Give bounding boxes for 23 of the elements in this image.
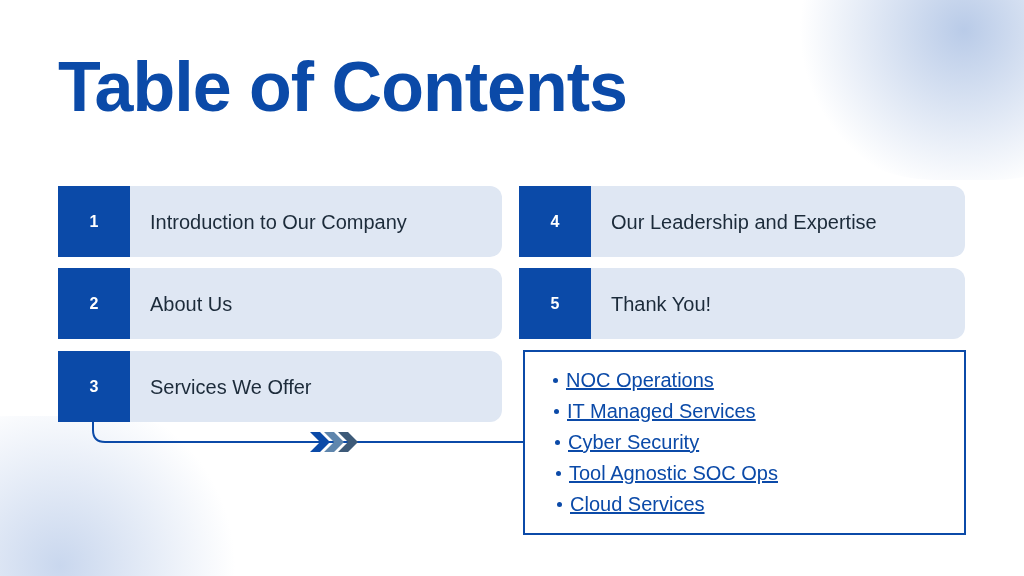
section-title: Thank You!	[611, 291, 712, 317]
services-list-box	[523, 350, 966, 535]
page-title: Table of Contents	[58, 52, 627, 122]
service-link: Cloud Services	[570, 492, 705, 517]
section-title: About Us	[150, 291, 233, 317]
section-number: 5	[519, 268, 591, 339]
section-card	[58, 268, 502, 339]
section-card	[519, 268, 965, 339]
service-link: Tool Agnostic SOC Ops	[569, 461, 778, 486]
section-card	[58, 351, 502, 422]
section-title: Our Leadership and Expertise	[611, 209, 877, 235]
section-number: 3	[58, 351, 130, 422]
chevron-arrow	[92, 421, 524, 452]
section-title: Services We Offer	[150, 374, 312, 400]
section-number: 2	[58, 268, 130, 339]
service-link: IT Managed Services	[567, 399, 756, 424]
section-number: 1	[58, 186, 130, 257]
section-number: 4	[519, 186, 591, 257]
section-card	[58, 186, 502, 257]
section-card	[519, 186, 965, 257]
section-title: Introduction to Our Company	[150, 209, 407, 235]
service-link: Cyber Security	[568, 430, 700, 455]
service-link: NOC Operations	[566, 368, 714, 393]
